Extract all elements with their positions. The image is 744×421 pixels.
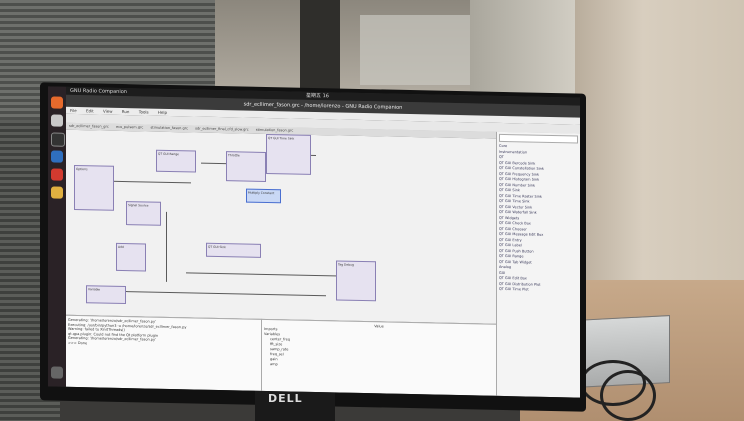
right-wall (575, 0, 744, 300)
tab[interactable]: eco_pulsem.grc (115, 124, 144, 130)
menu-run[interactable]: Run (121, 108, 130, 115)
menu-view[interactable]: View (103, 108, 113, 114)
connection (186, 272, 346, 277)
connection (166, 211, 167, 282)
library-item[interactable]: QT GUI Time Plot (499, 286, 529, 292)
gnuradio-icon[interactable] (51, 186, 63, 199)
block-multiply-constant[interactable]: Multiply Constant (246, 188, 281, 204)
block-tag-debug[interactable]: Tag Debug (336, 260, 376, 302)
block-options[interactable]: Options (74, 164, 114, 211)
app-name: GNU Radio Companion (70, 87, 127, 96)
corridor-wall (470, 0, 580, 95)
block-signal-source[interactable]: Signal Source (126, 201, 161, 226)
block-qt-gui-time-sink[interactable]: QT GUI Time Sink (266, 133, 311, 175)
monitor-screen: GNU Radio Companion 星期五 16 sdr_ecllimer_… (48, 86, 580, 398)
terminal-icon[interactable] (51, 132, 65, 147)
connection (126, 291, 326, 297)
tab[interactable]: stimulation_fason.grc (255, 127, 294, 133)
app-grid-icon[interactable] (51, 366, 63, 379)
cable (600, 370, 656, 421)
block-qt-gui-range[interactable]: QT GUI Range (156, 149, 196, 173)
variables-panel: Value Imports Variables center_freq fft_… (261, 318, 496, 396)
connection (111, 180, 191, 184)
ubuntu-dock (48, 86, 66, 387)
corridor-door (300, 0, 340, 95)
software-icon[interactable] (51, 168, 63, 181)
flowgraph-canvas[interactable]: Options QT GUI Range Throttle QT GUI Tim… (66, 129, 496, 324)
block-add[interactable]: Add (116, 242, 146, 272)
tab[interactable]: stimulation_fason.grc (150, 125, 189, 131)
monitor-brand-logo: DELL (268, 392, 303, 405)
menu-file[interactable]: File (70, 107, 77, 114)
block-throttle[interactable]: Throttle (226, 151, 266, 182)
console-panel: Generating: '/home/lorenzo/sdr_ecllimer_… (66, 314, 261, 391)
block-qt-gui-sink[interactable]: QT GUI Sink (206, 242, 261, 258)
tab[interactable]: sdr_ecllimer_fason_grc (69, 123, 109, 129)
tab[interactable]: sdr_ecllimer_final_cfd_slow.grc (195, 126, 249, 132)
vscode-icon[interactable] (51, 150, 63, 163)
library-search-input[interactable] (499, 133, 578, 144)
files-icon[interactable] (51, 114, 63, 127)
glass-partition (360, 15, 470, 85)
firefox-icon[interactable] (51, 96, 63, 109)
menu-edit[interactable]: Edit (85, 108, 94, 114)
block-variable[interactable]: Variable (86, 285, 126, 305)
menu-tools[interactable]: Tools (138, 109, 149, 115)
menu-help[interactable]: Help (157, 109, 168, 115)
